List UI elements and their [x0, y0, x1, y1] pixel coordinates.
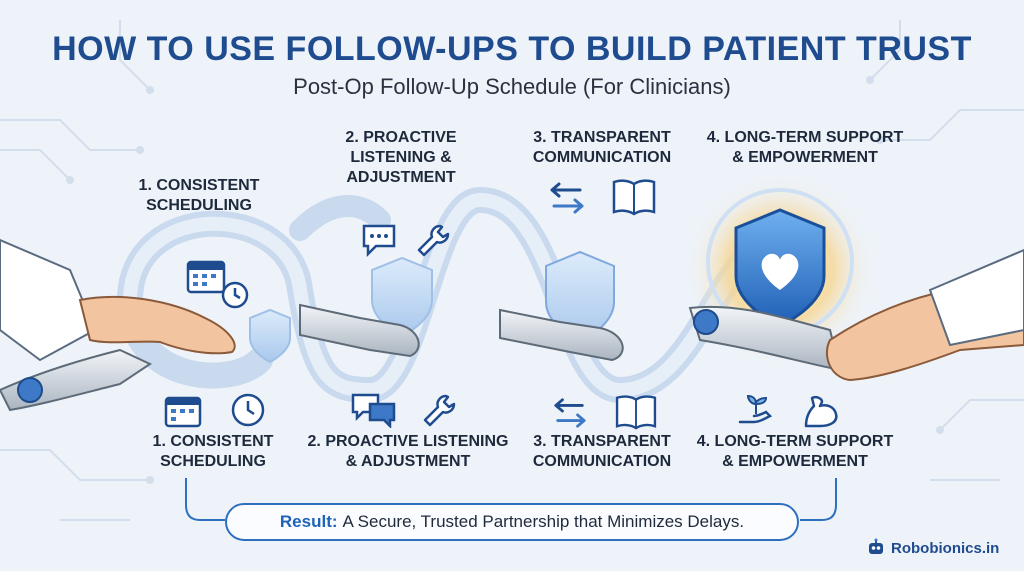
plant-hand-icon: [738, 394, 773, 424]
shield-step1: [249, 308, 291, 364]
page-subtitle: Post-Op Follow-Up Schedule (For Clinicia…: [293, 74, 731, 99]
chat-bubbles-icon: [351, 393, 396, 428]
result-label: Result:: [279, 512, 338, 531]
result-box: Result: A Secure, Trusted Partnership th…: [225, 503, 799, 541]
result-text: A Secure, Trusted Partnership that Minim…: [342, 512, 745, 531]
flexed-arm-icon: [804, 395, 838, 428]
book-icon-small: [615, 395, 657, 430]
calendar-icon-small: [164, 396, 202, 428]
step-2-bottom-label: 2. PROACTIVE LISTENING& ADJUSTMENT: [307, 433, 509, 470]
robotic-hand-3: [499, 308, 624, 362]
robot-icon: [869, 538, 883, 554]
exchange-arrows-icon-small: [554, 398, 586, 428]
right-sleeve: [928, 248, 1024, 347]
exchange-arrows-icon: [550, 182, 584, 214]
wrench-icon-small: [423, 394, 456, 427]
result-bracket: [185, 478, 837, 521]
calendar-icon: [186, 260, 226, 294]
page-title: HOW TO USE FOLLOW-UPS TO BUILD PATIENT T…: [52, 30, 972, 68]
brand-name: Robobionics.in: [891, 539, 1000, 557]
heart-icon: [761, 253, 799, 290]
left-sleeve: [0, 238, 97, 362]
step-4-bottom-label: 4. LONG-TERM SUPPORT& EMPOWERMENT: [696, 433, 894, 470]
wrench-icon: [417, 224, 450, 257]
left-human-hand: [78, 295, 236, 355]
clock-icon: [221, 281, 249, 309]
chat-bubble-icon: [362, 224, 396, 258]
circuit-traces: [0, 20, 1024, 521]
robotic-hand-2: [299, 303, 420, 358]
book-icon: [612, 179, 656, 216]
step-4-top-label: 4. LONG-TERM SUPPORT& EMPOWERMENT: [706, 129, 904, 166]
clock-icon-small: [231, 393, 265, 427]
brand-logo: Robobionics.in: [866, 538, 999, 558]
